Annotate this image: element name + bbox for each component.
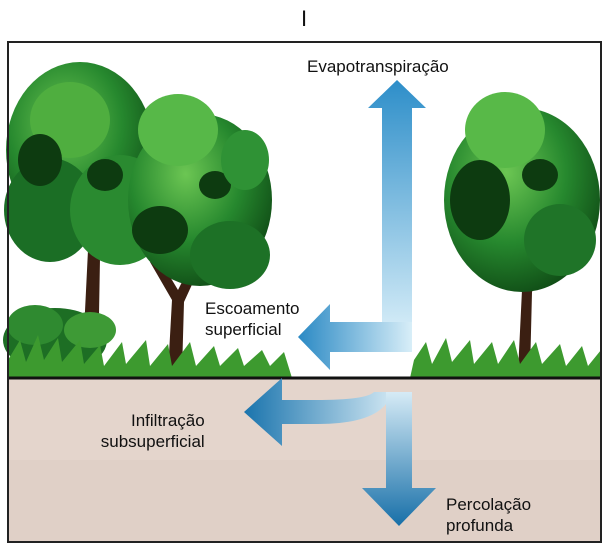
tree-icon — [4, 62, 272, 372]
soil-texture — [8, 460, 601, 542]
label-infiltration-line2: subsuperficial — [100, 432, 205, 451]
arrow-left-icon — [298, 304, 412, 370]
label-runoff-line2: superficial — [205, 320, 282, 339]
arrow-up-icon — [368, 80, 426, 322]
arrow-left-icon — [244, 378, 392, 446]
label-infiltration: Infiltração subsuperficial — [95, 410, 205, 452]
diagram-frame — [7, 41, 602, 543]
panel-title: I — [300, 6, 308, 31]
label-infiltration-line1: Infiltração — [131, 411, 205, 430]
tree-icon — [444, 92, 600, 372]
label-runoff: Escoamento superficial — [205, 298, 300, 340]
label-percolation-line2: profunda — [446, 516, 514, 535]
label-percolation: Percolação profunda — [446, 494, 531, 536]
label-runoff-line1: Escoamento — [205, 299, 300, 318]
arrow-down-icon — [362, 392, 436, 526]
label-evapotranspiration: Evapotranspiração — [307, 57, 449, 76]
grass-icon — [8, 335, 601, 378]
label-percolation-line1: Percolação — [446, 495, 532, 514]
